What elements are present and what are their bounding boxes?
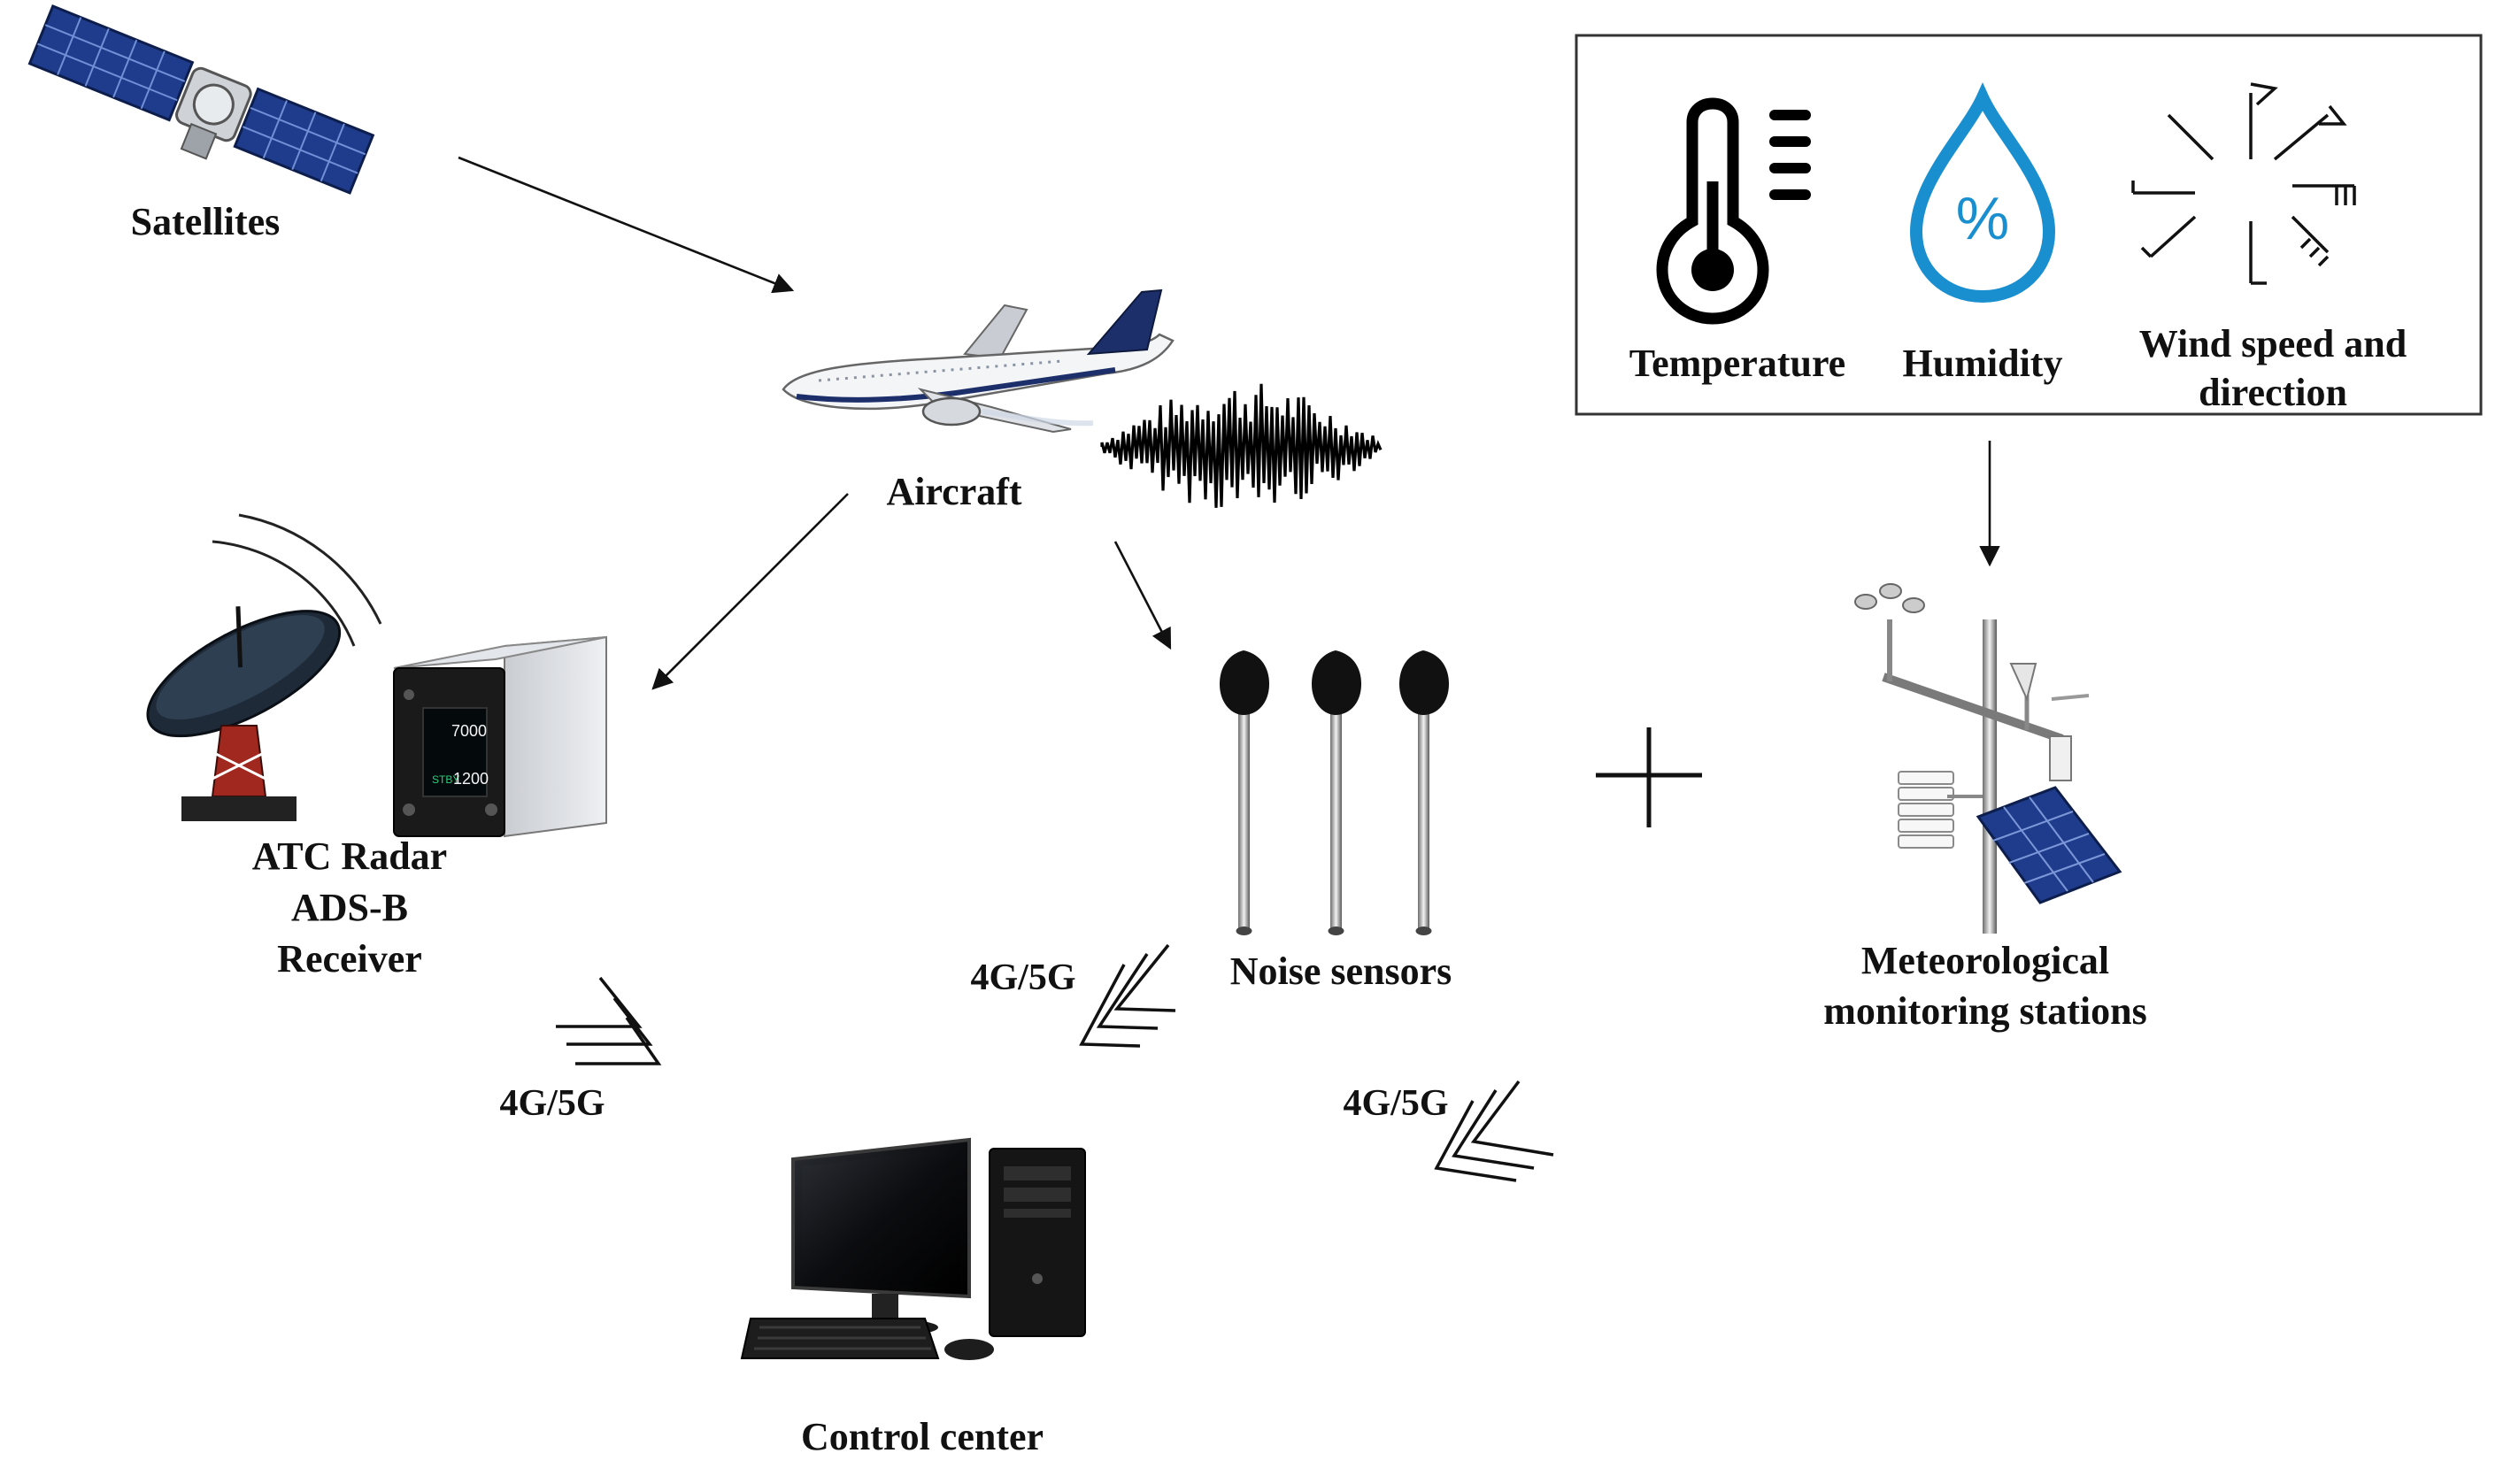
atc-label-line3: Receiver — [277, 937, 422, 980]
transponder-icon: 7000 STBY 1200 — [393, 635, 607, 838]
wireless-signal-atc — [556, 976, 662, 1065]
temperature-label: Temperature — [1629, 342, 1845, 385]
wind-label-line1: Wind speed and — [2139, 322, 2407, 365]
wireless-signal-met — [1434, 1080, 1554, 1182]
met-stations-label-line2: monitoring stations — [1823, 989, 2146, 1033]
wind-label-line2: direction — [2199, 371, 2347, 414]
control-center-label: Control center — [801, 1415, 1044, 1458]
met-link-label: 4G/5G — [1343, 1083, 1448, 1124]
arrow-aircraft-to-atc — [651, 493, 849, 690]
noise-link-label: 4G/5G — [970, 957, 1075, 998]
humidity-drop-icon: % — [1909, 81, 2056, 304]
atc-link-label: 4G/5G — [499, 1083, 605, 1124]
arrows — [458, 156, 2000, 690]
transponder-code-bottom: 1200 — [453, 770, 489, 788]
satellites-label: Satellites — [131, 200, 281, 243]
arrow-satellites-to-aircraft — [458, 156, 795, 294]
microphone-icon — [1312, 650, 1361, 935]
wireless-signal-noise — [1079, 943, 1176, 1048]
thermometer-icon — [1656, 97, 1811, 325]
weather-parameters-box: % Temperature Humidity Wind speed and di… — [1575, 34, 2483, 416]
atc-label-line1: ATC Radar — [252, 834, 447, 878]
transponder-code-top: 7000 — [451, 722, 487, 740]
noise-sensors-group — [1220, 650, 1449, 935]
wind-direction-icon — [2131, 82, 2356, 285]
met-stations-label-line1: Meteorological — [1861, 939, 2109, 982]
atc-label-line2: ADS-B — [291, 886, 408, 929]
aircraft-icon — [782, 288, 1175, 434]
computer-icon — [740, 1137, 1086, 1360]
humidity-label: Humidity — [1903, 342, 2063, 385]
microphone-icon — [1220, 650, 1269, 935]
microphone-icon — [1399, 650, 1449, 935]
plus-icon — [1596, 727, 1702, 827]
arrow-aircraft-to-noise-sensors — [1113, 541, 1172, 650]
radar-dish-icon — [146, 513, 382, 821]
satellite-icon — [27, 4, 375, 195]
noise-sensors-label: Noise sensors — [1230, 950, 1452, 993]
noise-waveform-icon — [1100, 383, 1383, 508]
humidity-percent-symbol: % — [1956, 185, 2009, 252]
transponder-mode: STBY — [432, 773, 459, 786]
aircraft-label: Aircraft — [886, 470, 1021, 513]
weather-station-icon — [1854, 583, 2122, 934]
